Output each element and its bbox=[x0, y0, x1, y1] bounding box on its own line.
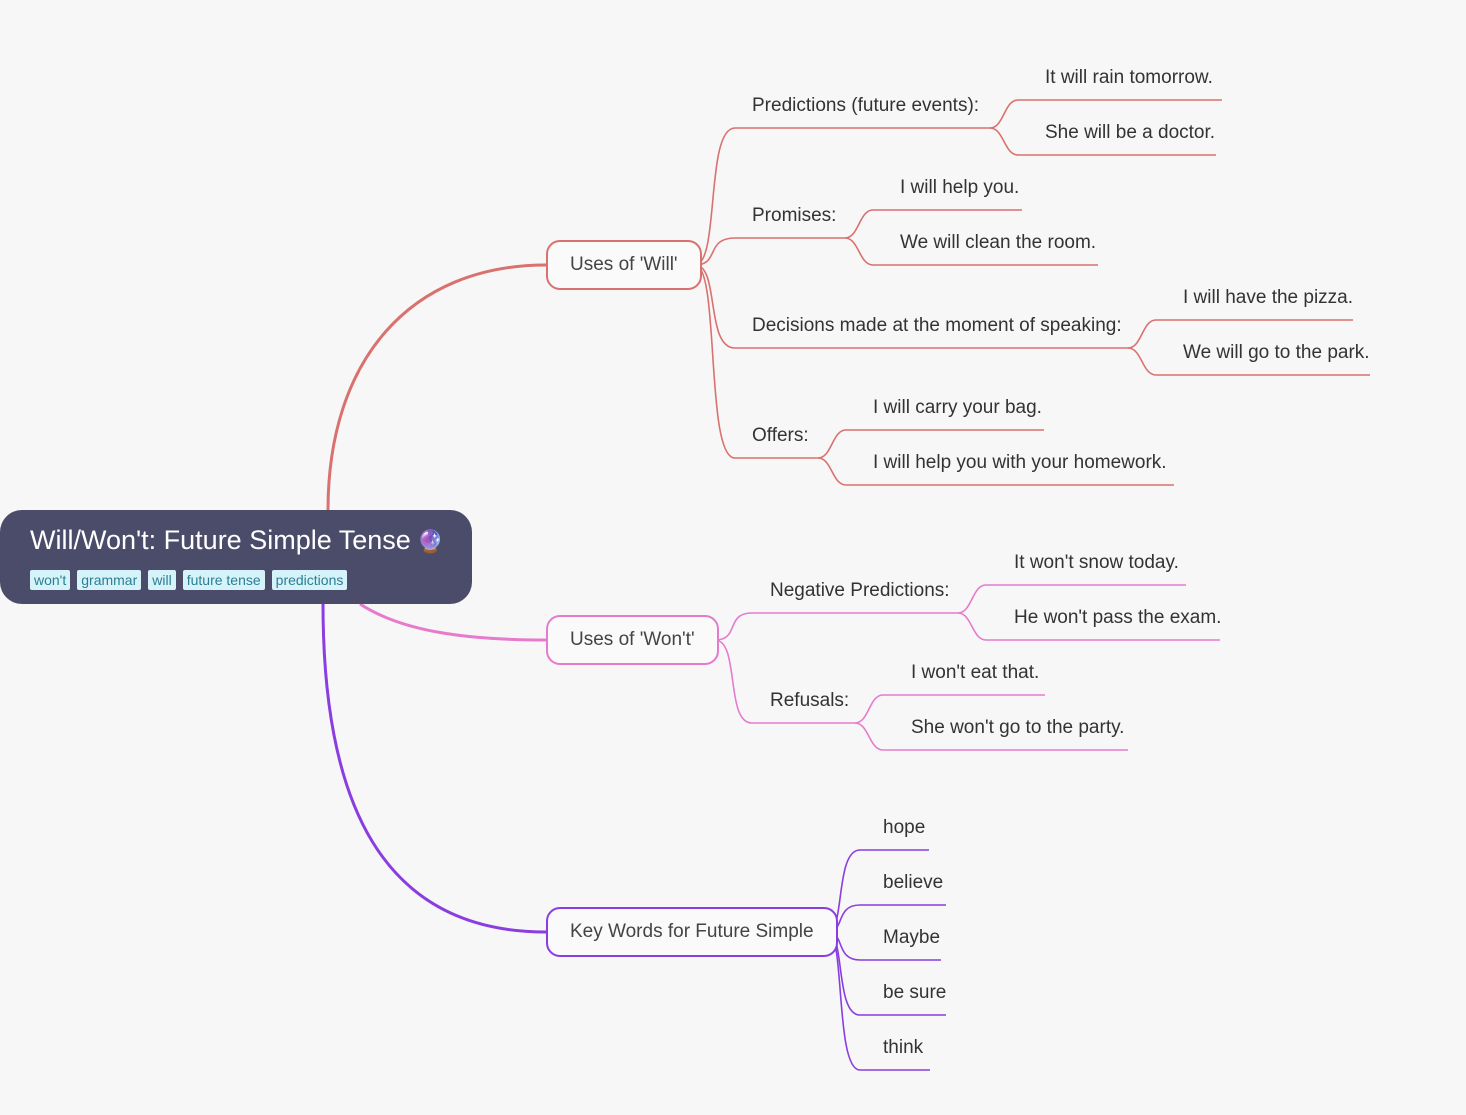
connector-line bbox=[844, 209, 874, 239]
connector-line bbox=[714, 639, 753, 724]
leaf-item[interactable]: I won't eat that. bbox=[911, 662, 1040, 683]
leaf-item[interactable]: We will clean the room. bbox=[900, 232, 1097, 253]
keyword-item[interactable]: believe bbox=[883, 872, 944, 893]
branch-node-wont[interactable]: Uses of 'Won't' bbox=[546, 615, 719, 665]
group-label-promises[interactable]: Promises: bbox=[752, 205, 837, 226]
tag[interactable]: grammar bbox=[77, 570, 142, 590]
crystal-ball-icon: 🔮 bbox=[416, 529, 445, 554]
connector-line bbox=[714, 612, 753, 641]
tag[interactable]: future tense bbox=[182, 570, 265, 590]
root-node[interactable]: Will/Won't: Future Simple Tense🔮 won't g… bbox=[0, 510, 472, 604]
connector-line bbox=[844, 237, 874, 266]
keyword-item[interactable]: hope bbox=[883, 817, 926, 838]
connector-line bbox=[854, 694, 884, 724]
leaf-item[interactable]: She will be a doctor. bbox=[1045, 122, 1216, 143]
keyword-item[interactable]: think bbox=[883, 1037, 924, 1058]
root-title-text: Will/Won't: Future Simple Tense bbox=[30, 525, 411, 555]
keyword-item[interactable]: Maybe bbox=[883, 927, 941, 948]
keyword-item[interactable]: be sure bbox=[883, 982, 947, 1003]
group-label-predictions[interactable]: Predictions (future events): bbox=[752, 95, 980, 116]
leaf-item[interactable]: I will have the pizza. bbox=[1183, 287, 1354, 308]
connector-line bbox=[854, 722, 884, 751]
connector-line bbox=[957, 612, 987, 641]
branch-node-will[interactable]: Uses of 'Will' bbox=[546, 240, 702, 290]
connector-line bbox=[957, 584, 987, 614]
connector-line bbox=[1127, 347, 1157, 376]
leaf-item[interactable]: It will rain tomorrow. bbox=[1045, 67, 1213, 88]
leaf-item[interactable]: We will go to the park. bbox=[1183, 342, 1370, 363]
leaf-item[interactable]: It won't snow today. bbox=[1014, 552, 1179, 573]
root-tags: won't grammar will future tense predicti… bbox=[30, 570, 442, 590]
connector-line bbox=[694, 264, 736, 459]
tag[interactable]: will bbox=[148, 570, 176, 590]
group-label-offers[interactable]: Offers: bbox=[752, 425, 809, 446]
tag[interactable]: predictions bbox=[271, 570, 348, 590]
leaf-item[interactable]: She won't go to the party. bbox=[911, 717, 1125, 738]
group-label-refusals[interactable]: Refusals: bbox=[770, 690, 850, 711]
branch-node-keywords[interactable]: Key Words for Future Simple bbox=[546, 907, 838, 957]
leaf-item[interactable]: He won't pass the exam. bbox=[1014, 607, 1222, 628]
connector-line bbox=[694, 127, 736, 266]
connector-line bbox=[1127, 319, 1157, 349]
connector-line bbox=[359, 602, 547, 642]
group-label-decisions[interactable]: Decisions made at the moment of speaking… bbox=[752, 315, 1122, 336]
group-label-negative-predictions[interactable]: Negative Predictions: bbox=[770, 580, 950, 601]
connector-line bbox=[989, 127, 1019, 156]
tag[interactable]: won't bbox=[30, 570, 71, 590]
connector-line bbox=[989, 99, 1019, 129]
leaf-item[interactable]: I will help you. bbox=[900, 177, 1020, 198]
connector-line bbox=[326, 263, 547, 511]
leaf-item[interactable]: I will help you with your homework. bbox=[873, 452, 1167, 473]
root-title: Will/Won't: Future Simple Tense🔮 bbox=[30, 524, 445, 558]
leaf-item[interactable]: I will carry your bag. bbox=[873, 397, 1042, 418]
connector-line bbox=[321, 603, 547, 934]
connector-line bbox=[817, 457, 847, 486]
connector-line bbox=[817, 429, 847, 459]
connector-line bbox=[694, 264, 736, 349]
